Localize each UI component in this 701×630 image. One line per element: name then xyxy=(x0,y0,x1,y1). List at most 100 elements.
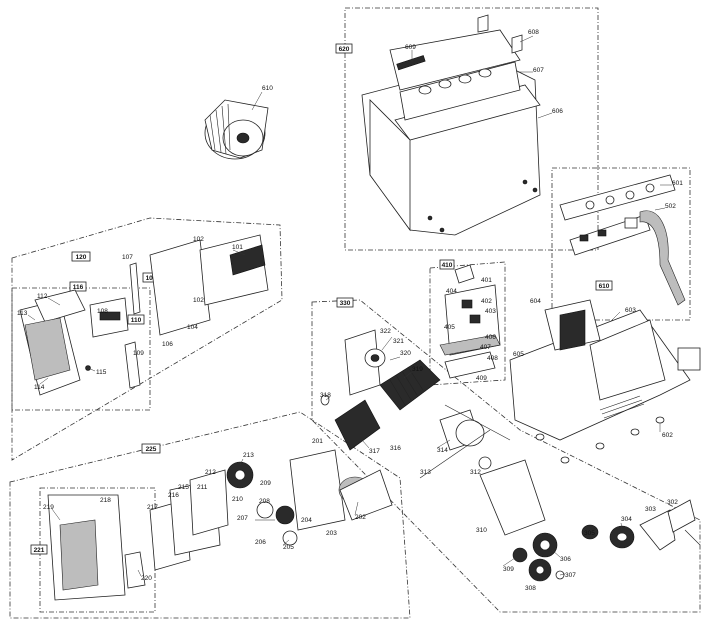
part-309: 309 xyxy=(503,566,514,573)
part-602: 602 xyxy=(662,432,673,439)
part-212: 212 xyxy=(205,469,216,476)
leader-lines xyxy=(27,35,672,577)
outline-group-330 xyxy=(311,299,701,613)
base-605 xyxy=(509,299,701,464)
part-104: 104 xyxy=(187,324,198,331)
group-label-410: 410 xyxy=(442,262,453,269)
group-label-boxes: 620 120 116 110 105 410 330 225 221 610 xyxy=(30,43,613,555)
part-318: 318 xyxy=(320,392,331,399)
part-219: 219 xyxy=(43,504,54,511)
group-box-225 xyxy=(141,443,161,454)
part-601: 601 xyxy=(672,180,683,187)
part-308: 308 xyxy=(525,585,536,592)
part-207: 207 xyxy=(237,515,248,522)
part-220: 220 xyxy=(141,575,152,582)
part-202: 202 xyxy=(355,514,366,521)
part-203: 203 xyxy=(326,530,337,537)
part-319: 319 xyxy=(412,366,423,373)
part-211: 211 xyxy=(197,484,208,491)
part-208: 208 xyxy=(259,498,270,505)
group-box-610 xyxy=(595,280,613,291)
part-114: 114 xyxy=(34,384,45,391)
part-215: 215 xyxy=(178,484,189,491)
part-321: 321 xyxy=(393,338,404,345)
group-label-620: 620 xyxy=(339,46,350,53)
part-labels: 610 609 608 607 606 601 502 604 603 605 … xyxy=(17,29,683,592)
part-322: 322 xyxy=(380,328,391,335)
part-313: 313 xyxy=(420,469,431,476)
part-306: 306 xyxy=(560,556,571,563)
part-205: 205 xyxy=(283,544,294,551)
outline-group-620 xyxy=(344,7,599,251)
part-218: 218 xyxy=(100,497,111,504)
part-307: 307 xyxy=(565,572,576,579)
part-312: 312 xyxy=(470,469,481,476)
cover-606 xyxy=(361,14,541,236)
group-label-610: 610 xyxy=(599,283,610,290)
part-320: 320 xyxy=(400,350,411,357)
part-115: 115 xyxy=(96,369,107,376)
part-302: 302 xyxy=(667,499,678,506)
part-316: 316 xyxy=(390,445,401,452)
part-606: 606 xyxy=(552,108,563,115)
group-box-330 xyxy=(336,297,354,308)
group-label-225: 225 xyxy=(146,446,157,453)
part-210: 210 xyxy=(232,496,243,503)
part-108: 108 xyxy=(97,308,108,315)
part-102a: 102 xyxy=(193,236,204,243)
group-box-120 xyxy=(71,251,91,262)
part-502: 502 xyxy=(665,203,676,210)
part-310: 310 xyxy=(476,527,487,534)
part-303: 303 xyxy=(645,506,656,513)
outline-group-225 xyxy=(9,411,411,619)
outline-group-120 xyxy=(11,217,283,461)
mechanism-330 xyxy=(320,329,701,582)
part-401: 401 xyxy=(481,277,492,284)
part-206: 206 xyxy=(255,539,266,546)
part-217: 217 xyxy=(147,504,158,511)
group-box-410 xyxy=(439,259,455,270)
part-317: 317 xyxy=(369,448,380,455)
part-113: 113 xyxy=(17,310,28,317)
part-209: 209 xyxy=(260,480,271,487)
group-box-110 xyxy=(127,314,145,325)
mechanism-225 xyxy=(47,449,393,601)
group-label-221: 221 xyxy=(34,547,45,554)
part-603: 603 xyxy=(625,307,636,314)
part-102b: 102 xyxy=(193,297,204,304)
part-304: 304 xyxy=(621,516,632,523)
group-box-620 xyxy=(335,43,353,54)
part-408: 408 xyxy=(487,355,498,362)
part-204: 204 xyxy=(301,517,312,524)
part-608: 608 xyxy=(528,29,539,36)
outline-group-410 xyxy=(429,261,506,386)
part-402: 402 xyxy=(481,298,492,305)
part-314: 314 xyxy=(437,447,448,454)
part-109: 109 xyxy=(133,350,144,357)
group-label-110: 110 xyxy=(131,317,142,324)
part-607: 607 xyxy=(533,67,544,74)
part-112: 112 xyxy=(37,293,48,300)
part-609: 609 xyxy=(405,44,416,51)
part-604: 604 xyxy=(530,298,541,305)
part-106: 106 xyxy=(162,341,173,348)
group-label-105: 105 xyxy=(146,275,157,282)
group-box-221 xyxy=(30,544,48,555)
part-305: 305 xyxy=(584,530,595,537)
outline-group-116 xyxy=(11,287,151,411)
group-label-120: 120 xyxy=(76,254,87,261)
group-label-330: 330 xyxy=(340,300,351,307)
part-216: 216 xyxy=(168,492,179,499)
panel-601 xyxy=(559,174,686,306)
part-409: 409 xyxy=(476,375,487,382)
outline-group-610 xyxy=(551,167,691,321)
group-label-116: 116 xyxy=(73,284,84,291)
part-610: 610 xyxy=(262,85,273,92)
part-403: 403 xyxy=(485,308,496,315)
part-107: 107 xyxy=(122,254,133,261)
group-outlines xyxy=(9,7,701,619)
part-407: 407 xyxy=(480,344,491,351)
part-405: 405 xyxy=(444,324,455,331)
roller-610 xyxy=(204,99,269,160)
